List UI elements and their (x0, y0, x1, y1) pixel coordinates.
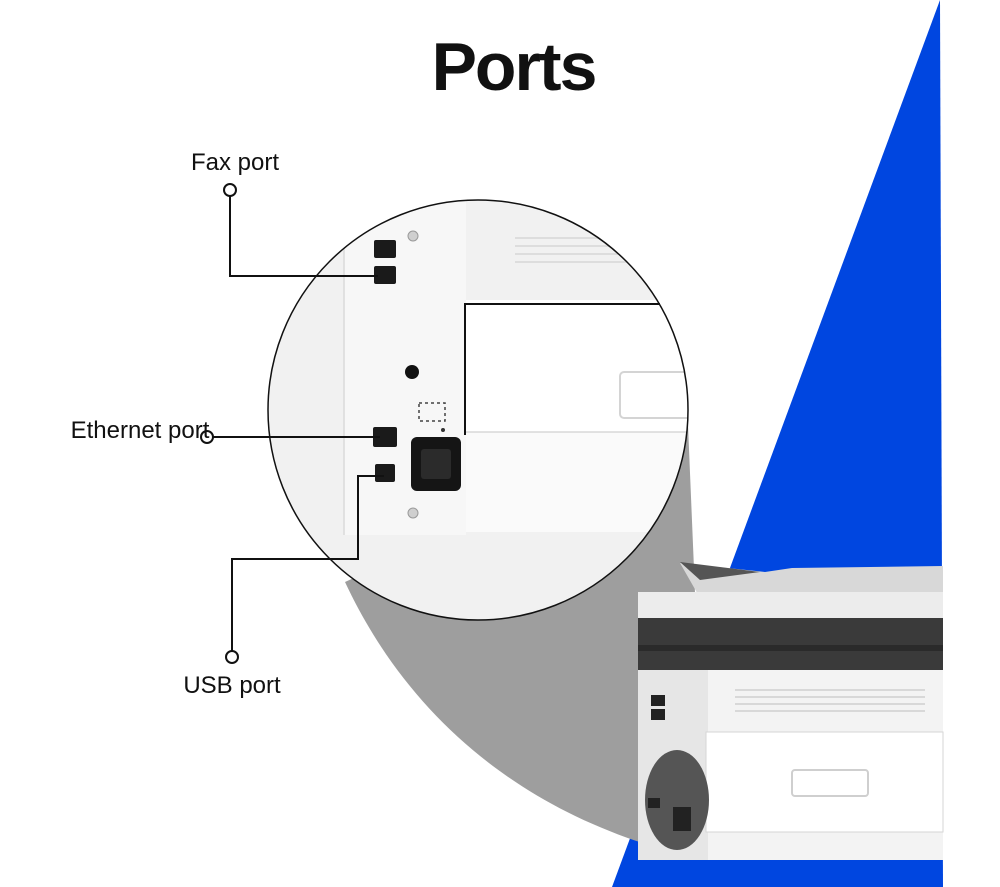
usb-callout-line (231, 475, 384, 651)
power-callout-line (464, 303, 660, 435)
callout-lines (213, 196, 660, 651)
ethernet-callout-dot (200, 430, 214, 444)
magnified-view (268, 200, 688, 620)
usb-port-label: USB port (183, 672, 281, 699)
fax-jack-phone (374, 266, 396, 284)
fax-callout-line (229, 196, 378, 277)
page-title: Ports (431, 29, 598, 105)
printer-upper-body (638, 592, 943, 622)
printer-drawer-handle (791, 769, 869, 797)
callout-terminals (200, 183, 239, 664)
usb-jack (375, 464, 395, 482)
ethernet-jack (373, 427, 397, 447)
printer-paper-tray-out (680, 562, 760, 580)
printer-dark-band (638, 618, 943, 670)
usb-callout-dot (225, 650, 239, 664)
printer-port-zone (645, 750, 709, 850)
fax-callout-dot (223, 183, 237, 197)
printer-illustration (638, 562, 944, 860)
fax-port-label: Fax port (190, 149, 280, 176)
ethernet-port-label: Ethernet port (70, 417, 210, 444)
fax-jack-line (374, 240, 396, 258)
